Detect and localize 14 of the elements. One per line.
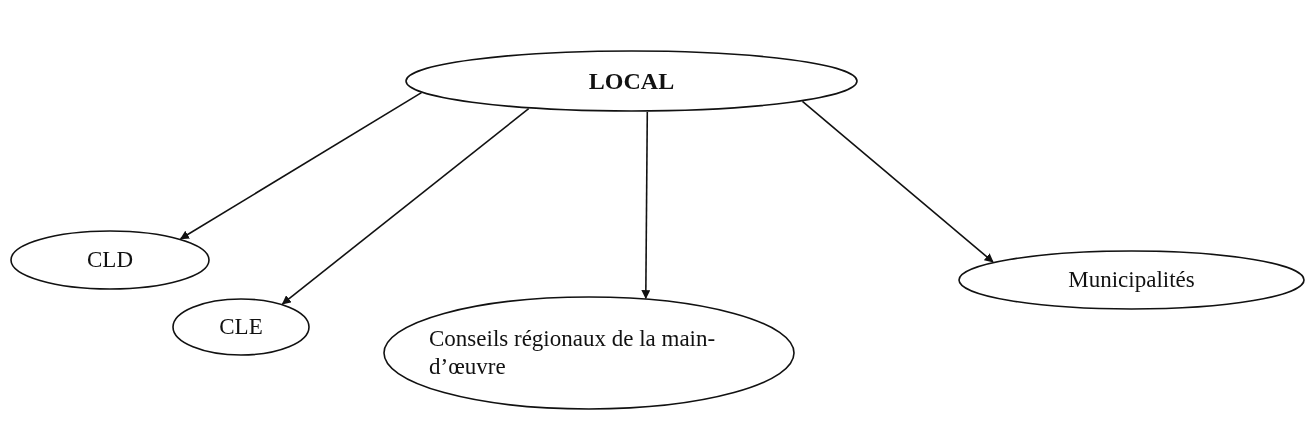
ellipse-node: [958, 250, 1305, 310]
arrow: [179, 91, 423, 240]
ellipse-node: [10, 230, 210, 290]
arrow: [801, 100, 994, 263]
node-label: CLE: [219, 313, 263, 341]
node-label: Municipalités: [1068, 266, 1195, 294]
node-label: LOCAL: [588, 66, 675, 96]
ellipse-node: [405, 50, 858, 112]
arrow: [641, 111, 651, 300]
ellipse-node: [172, 298, 310, 356]
node-label: Conseils régionaux de la main-d’œuvre: [429, 325, 717, 381]
node-label: CLD: [87, 246, 133, 274]
arrow: [281, 107, 530, 305]
ellipse-node: [383, 296, 795, 410]
